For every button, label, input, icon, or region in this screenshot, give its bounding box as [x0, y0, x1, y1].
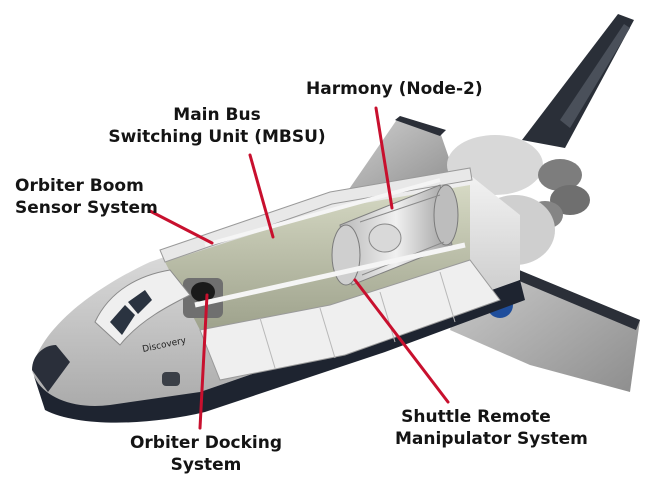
leader-lines	[148, 106, 450, 430]
label-harmony-text: Harmony (Node-2)	[306, 79, 483, 99]
door-panel-lines	[259, 271, 456, 369]
label-ods-line1: Orbiter Docking	[129, 433, 283, 453]
harmony-module	[331, 184, 459, 286]
crew-hatch	[162, 372, 180, 386]
cockpit-window-2	[128, 290, 152, 314]
tail-leading-edge	[560, 24, 630, 128]
label-srms-line1: Shuttle Remote	[401, 407, 551, 427]
left-wing-leading-edge	[498, 262, 640, 330]
robot-arm	[194, 242, 466, 308]
payload-bay-door-lower	[199, 259, 501, 381]
cockpit-window-1	[110, 305, 135, 335]
right-wing-edge	[395, 116, 446, 136]
label-harmony: Harmony (Node-2)	[306, 78, 483, 100]
nose-cap	[32, 345, 70, 392]
boom-sensor	[204, 178, 441, 247]
leader-harmony	[374, 106, 394, 210]
heat-shield-tiles	[32, 280, 525, 423]
leader-ods	[198, 293, 209, 430]
label-obss-line2: Sensor System	[15, 198, 158, 218]
label-ods: Orbiter Docking System	[126, 432, 286, 476]
label-ods-line2: System	[170, 455, 242, 475]
label-obss-line1: Orbiter Boom	[15, 176, 144, 196]
label-mbsu-line1: Main Bus	[173, 105, 261, 125]
label-mbsu-line2: Switching Unit (MBSU)	[108, 127, 326, 147]
label-obss: Orbiter Boom Sensor System	[15, 175, 158, 219]
vertical-tail	[522, 14, 634, 148]
label-srms-line2: Manipulator System	[395, 429, 588, 449]
label-srms: Shuttle Remote Manipulator System	[395, 406, 588, 450]
leader-obss	[148, 209, 214, 245]
leader-mbsu	[248, 153, 275, 239]
docking-system	[183, 278, 223, 318]
label-mbsu: Main Bus Switching Unit (MBSU)	[106, 104, 328, 148]
main-engine-1	[538, 159, 582, 191]
leader-srms	[353, 278, 450, 404]
